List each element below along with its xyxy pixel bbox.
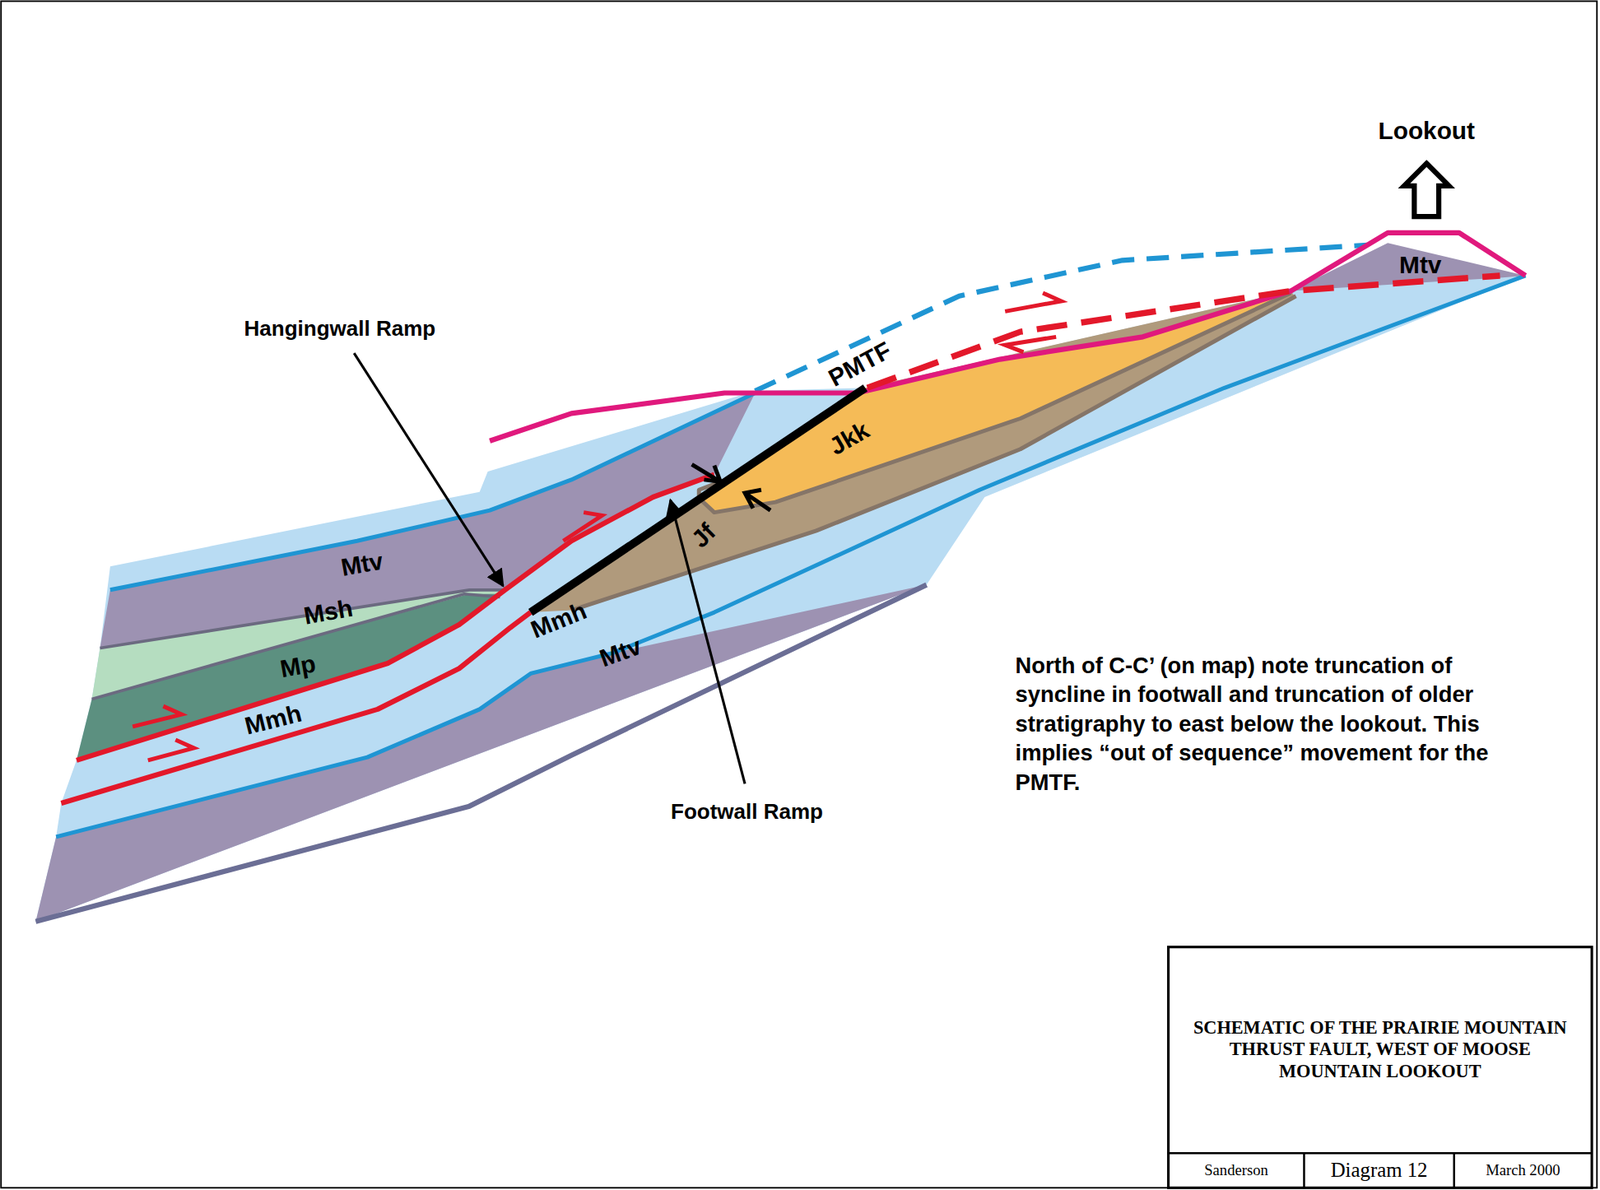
unit-label: Mtv: [1399, 251, 1442, 280]
title-cell: Diagram 12: [1303, 1153, 1454, 1188]
leader-line: [670, 500, 746, 785]
mmh-unit: [35, 250, 1526, 922]
title-text: SCHEMATIC OF THE PRAIRIE MOUNTAIN THRUST…: [1168, 1017, 1593, 1084]
lookout-label: Lookout: [1377, 116, 1475, 145]
unit-label: Mp: [278, 650, 318, 684]
slip-arrows: [132, 293, 1061, 761]
jkk-unit: [698, 291, 1291, 513]
contacts: [35, 232, 1526, 922]
title-block-frame: [1168, 947, 1593, 1189]
title-block: SCHEMATIC OF THE PRAIRIE MOUNTAIN THRUST…: [1168, 947, 1593, 1154]
lookout-arrow: [1404, 163, 1450, 217]
note-text: North of C-C’ (on map) note truncation o…: [1015, 651, 1526, 797]
title-cell: Sanderson: [1168, 1153, 1305, 1188]
cell-text: Diagram 12: [1320, 1158, 1438, 1183]
callout-label: Footwall Ramp: [670, 799, 824, 824]
callout-label: Hangingwall Ramp: [244, 316, 437, 341]
cell-text: March 2000: [1475, 1161, 1571, 1180]
syncline-arrows: [692, 464, 771, 511]
cell-text: Sanderson: [1194, 1161, 1279, 1180]
jf-unit: [530, 291, 1297, 614]
title-cell: March 2000: [1454, 1153, 1592, 1188]
